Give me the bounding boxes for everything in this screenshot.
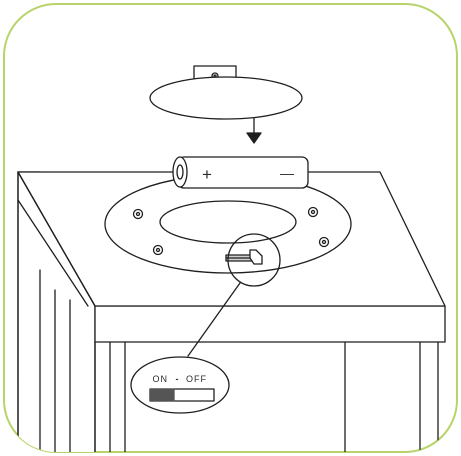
switch-off-label: OFF	[186, 374, 207, 384]
slide-switch-knob	[150, 389, 174, 401]
switch-on-label: ON	[153, 374, 169, 384]
battery-plus-label: +	[202, 165, 212, 184]
switch-separator: -	[176, 374, 179, 384]
switch-callout	[131, 357, 229, 413]
battery-minus-label: —	[280, 165, 294, 181]
